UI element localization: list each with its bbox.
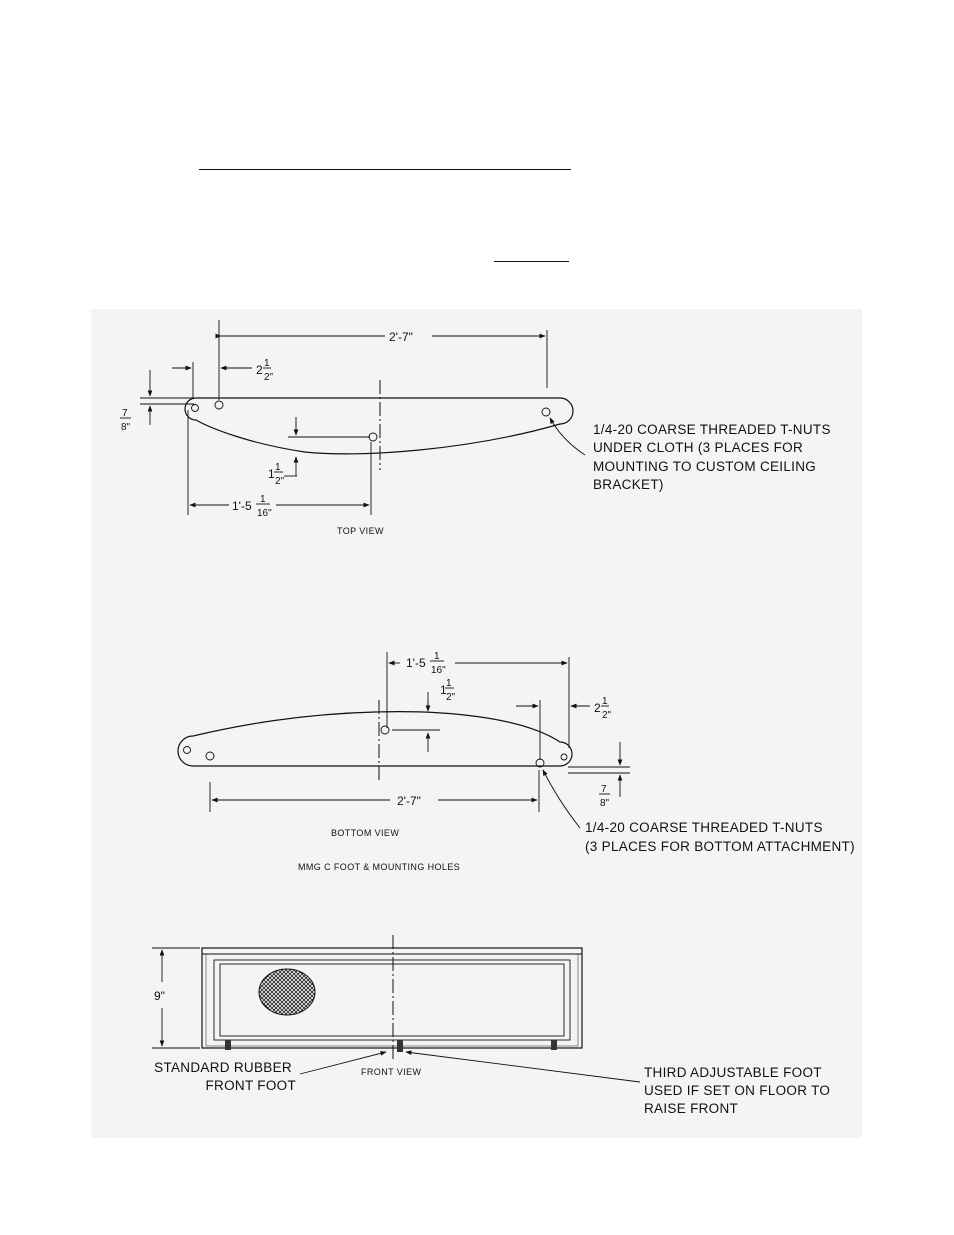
top-note-line-3: MOUNTING TO CUSTOM CEILING: [593, 459, 816, 474]
bottom-dim-overall: 2'-7": [397, 794, 421, 808]
title-underline: [199, 169, 571, 170]
end-hole-icon: [560, 753, 568, 761]
t-nut-hole-icon: [368, 432, 378, 442]
top-view-note: 1/4-20 COARSE THREADED T-NUTS UNDER CLOT…: [593, 422, 835, 492]
top-dim-center-whole: 1'-5: [232, 499, 252, 513]
bottom-view-outline: [177, 711, 573, 767]
top-note-line-1: 1/4-20 COARSE THREADED T-NUTS: [593, 422, 831, 437]
front-right-line-2: USED IF SET ON FLOOR TO: [644, 1083, 830, 1098]
adjustable-foot-icon: [397, 1040, 403, 1052]
top-dim-offset-whole: 1: [268, 467, 275, 481]
front-left-line-1: STANDARD RUBBER: [154, 1060, 292, 1075]
top-dim-offset-den: 2": [275, 476, 285, 487]
bottom-dim-offset-den: 2": [446, 692, 456, 703]
top-dim-center-den: 16": [257, 508, 272, 519]
top-note-line-4: BRACKET): [593, 477, 664, 492]
bottom-dim-center-num: 1: [434, 651, 440, 662]
top-dim-edge-whole: 2: [256, 363, 263, 377]
drawing-panel: [91, 309, 862, 1138]
t-nut-hole-icon: [214, 400, 224, 410]
top-view-outline: [184, 397, 574, 455]
front-right-line-1: THIRD ADJUSTABLE FOOT: [644, 1065, 822, 1080]
bottom-view-note: 1/4-20 COARSE THREADED T-NUTS (3 PLACES …: [585, 820, 855, 854]
front-label-right: THIRD ADJUSTABLE FOOT USED IF SET ON FLO…: [644, 1065, 834, 1116]
top-dim-edge-num: 1: [264, 358, 270, 369]
top-dim-thick-den: 8": [121, 422, 131, 433]
t-nut-hole-icon: [205, 751, 215, 761]
top-view: 2'-7" 2 1 2" 7 8" 1 1 2" 1'-5 1 16": [120, 320, 835, 536]
front-right-line-3: RAISE FRONT: [644, 1101, 738, 1116]
top-view-caption: TOP VIEW: [337, 526, 384, 536]
bottom-note-line-1: 1/4-20 COARSE THREADED T-NUTS: [585, 820, 823, 835]
bottom-dim-thick-num: 7: [601, 784, 607, 795]
top-note-line-2: UNDER CLOTH (3 PLACES FOR: [593, 440, 803, 455]
rubber-foot-icon: [551, 1040, 557, 1050]
bottom-dim-center-den: 16": [431, 665, 446, 676]
subtitle-underline: [494, 261, 569, 262]
front-dim-height: 9": [154, 989, 165, 1003]
bottom-dim-offset-num: 1: [446, 678, 452, 689]
rubber-foot-icon: [225, 1040, 231, 1050]
bottom-dim-edge-num: 1: [602, 696, 608, 707]
bottom-dim-center-whole: 1'-5: [406, 656, 426, 670]
end-hole-icon: [183, 746, 191, 754]
front-view-caption: FRONT VIEW: [361, 1067, 421, 1077]
top-dim-thick-num: 7: [122, 408, 128, 419]
bottom-dim-edge-den: 2": [602, 710, 612, 721]
front-label-left: STANDARD RUBBER FRONT FOOT: [154, 1060, 296, 1093]
top-dim-center-num: 1: [260, 494, 266, 505]
speaker-grille-icon: [258, 968, 316, 1016]
bottom-dim-edge-whole: 2: [594, 701, 601, 715]
front-left-line-2: FRONT FOOT: [206, 1078, 297, 1093]
top-dim-overall: 2'-7": [389, 330, 413, 344]
bottom-dim-offset-whole: 1: [440, 683, 447, 697]
front-view: 9" STANDARD RUBBER FRONT FOOT FRONT VIEW…: [152, 935, 834, 1116]
t-nut-hole-icon: [380, 725, 390, 735]
t-nut-hole-icon: [541, 407, 551, 417]
bottom-view-caption: BOTTOM VIEW: [331, 828, 399, 838]
top-dim-edge-den: 2": [264, 372, 274, 383]
bottom-note-line-2: (3 PLACES FOR BOTTOM ATTACHMENT): [585, 839, 855, 854]
end-hole-icon: [191, 404, 199, 412]
bottom-view: 1'-5 1 16" 1 1 2" 2 1 2" 7 8" 2'-7": [177, 651, 855, 872]
cabinet-front: [201, 947, 583, 1049]
top-dim-offset-num: 1: [275, 462, 281, 473]
bottom-view-subcaption: MMG C FOOT & MOUNTING HOLES: [298, 862, 460, 872]
bottom-dim-thick-den: 8": [600, 798, 610, 809]
